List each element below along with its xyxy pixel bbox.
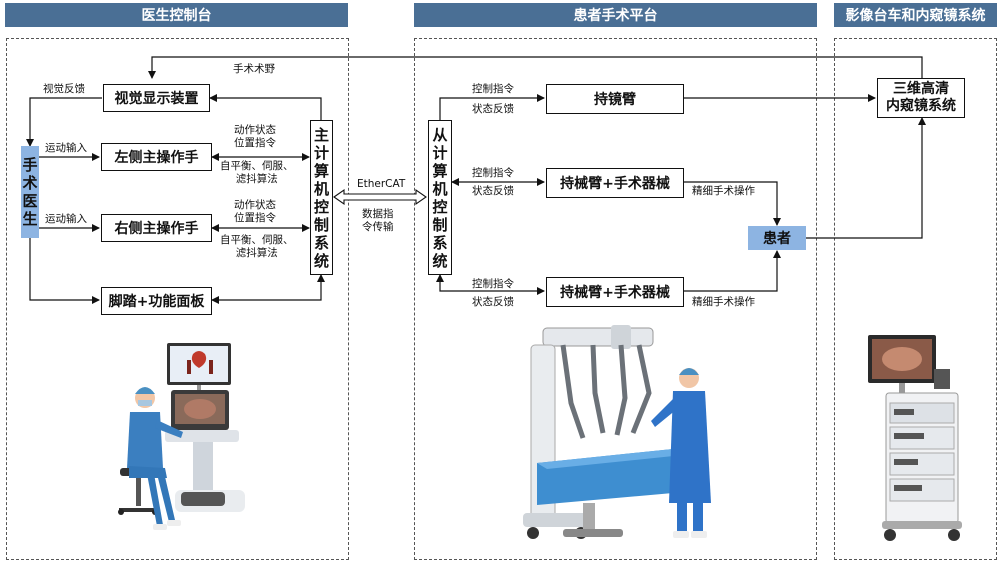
visual-display-box: 视觉显示装置 xyxy=(103,84,210,112)
ctrl-cmd-3-label: 控制指令 xyxy=(472,278,514,290)
imaging-cart-illustration xyxy=(868,335,962,541)
header-patient-platform: 患者手术平台 xyxy=(414,3,817,27)
surgeon-box: 手术医生 xyxy=(21,146,39,238)
status-fb-2-label: 状态反馈 xyxy=(472,185,514,197)
instrument-arm-2-box: 持械臂+手术器械 xyxy=(546,277,684,307)
status-fb-3-label: 状态反馈 xyxy=(472,296,514,308)
panel-imaging-system xyxy=(834,38,997,560)
ctrl-cmd-1-label: 控制指令 xyxy=(472,83,514,95)
ethercat-label: EtherCAT xyxy=(357,178,406,190)
right-status-label: 动作状态 位置指令 xyxy=(234,199,276,224)
ctrl-cmd-2-label: 控制指令 xyxy=(472,167,514,179)
left-master-box: 左侧主操作手 xyxy=(101,143,212,171)
motion-input-left-label: 运动输入 xyxy=(45,142,87,154)
status-fb-1-label: 状态反馈 xyxy=(472,103,514,115)
left-algo-label: 自平衡、伺服、 滤抖算法 xyxy=(220,160,294,185)
panel-patient-platform xyxy=(414,38,817,560)
visual-feedback-label: 视觉反馈 xyxy=(43,83,85,95)
right-algo-label: 自平衡、伺服、 滤抖算法 xyxy=(220,234,294,259)
fine-op-1-label: 精细手术操作 xyxy=(692,185,755,197)
left-status-label: 动作状态 位置指令 xyxy=(234,124,276,149)
surgeon-console-illustration xyxy=(118,343,245,530)
header-imaging-system: 影像台车和内窥镜系统 xyxy=(834,3,997,27)
fine-op-2-label: 精细手术操作 xyxy=(692,296,755,308)
endoscope-system-box: 三维高清 内窥镜系统 xyxy=(877,78,965,118)
slave-computer-label: 从计算机控制系统 xyxy=(432,125,448,270)
surgeon-label: 手术医生 xyxy=(22,156,38,228)
master-computer-box: 主计算机控制系统 xyxy=(310,120,333,275)
motion-input-right-label: 运动输入 xyxy=(45,213,87,225)
right-master-box: 右侧主操作手 xyxy=(101,214,212,242)
master-computer-label: 主计算机控制系统 xyxy=(313,125,329,270)
patient-cart-illustration xyxy=(523,325,711,539)
panel-surgeon-console xyxy=(6,38,349,560)
surgical-field-label: 手术术野 xyxy=(233,63,275,75)
instrument-arm-1-box: 持械臂+手术器械 xyxy=(546,168,684,198)
pedal-panel-box: 脚踏+功能面板 xyxy=(101,287,212,315)
scope-arm-box: 持镜臂 xyxy=(546,84,684,114)
patient-box: 患者 xyxy=(748,226,806,250)
header-surgeon-console: 医生控制台 xyxy=(5,3,348,27)
data-transfer-label: 数据指 令传输 xyxy=(362,208,394,233)
slave-computer-box: 从计算机控制系统 xyxy=(428,120,452,275)
